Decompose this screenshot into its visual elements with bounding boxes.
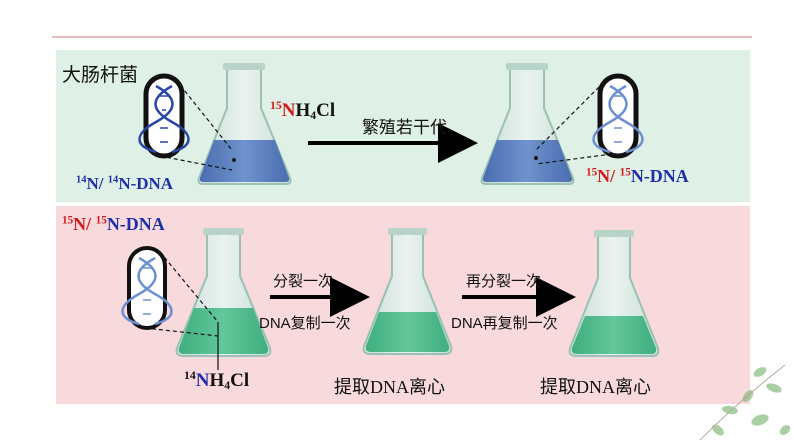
medium-15nh4cl: 15NH4Cl bbox=[270, 98, 336, 122]
arrow1-bottom-label: DNA复制一次 bbox=[259, 315, 351, 332]
label-14n-14n-dna: 14N/ 14N-DNA bbox=[76, 174, 174, 193]
header-divider bbox=[52, 36, 752, 38]
zoom-line bbox=[159, 155, 233, 171]
arrow2-top-label: 再分裂一次 bbox=[466, 273, 542, 290]
label-15n-15n-dna-bottom: 15N/ 15N-DNA bbox=[62, 214, 165, 234]
extract-label-1: 提取DNA离心 bbox=[334, 377, 445, 397]
leaf-decoration bbox=[699, 364, 791, 441]
flask-top-left bbox=[197, 63, 292, 185]
bacterium-bottom-left bbox=[121, 246, 173, 330]
zoom-line bbox=[144, 327, 219, 337]
extract-label-2: 提取DNA离心 bbox=[540, 377, 651, 397]
arrow2-bottom-label: DNA再复制一次 bbox=[451, 315, 558, 332]
bacterium-top-left bbox=[138, 73, 190, 159]
green-medium bbox=[178, 308, 269, 354]
medium-14nh4cl: 14NH4Cl bbox=[184, 368, 250, 392]
zoom-line bbox=[535, 81, 605, 151]
blue-medium bbox=[482, 140, 573, 182]
zoom-line bbox=[159, 251, 219, 323]
organism-title: 大肠杆菌 bbox=[62, 65, 139, 86]
bacterium-top-right bbox=[592, 73, 644, 159]
label-15n-15n-dna-top: 15N/ 15N-DNA bbox=[586, 166, 689, 186]
flask-top-right bbox=[480, 63, 575, 185]
green-medium bbox=[365, 312, 450, 352]
flask-bottom-left bbox=[175, 228, 272, 357]
flask-bottom-middle bbox=[362, 228, 453, 355]
green-medium bbox=[571, 316, 657, 354]
zoom-line bbox=[535, 153, 613, 165]
arrow1-top-label: 分裂一次 bbox=[273, 273, 334, 290]
arrow-label-reproduce: 繁殖若干代 bbox=[362, 118, 447, 137]
flask-bottom-right bbox=[568, 230, 660, 357]
zoom-line bbox=[175, 79, 233, 151]
blue-medium bbox=[199, 140, 290, 182]
